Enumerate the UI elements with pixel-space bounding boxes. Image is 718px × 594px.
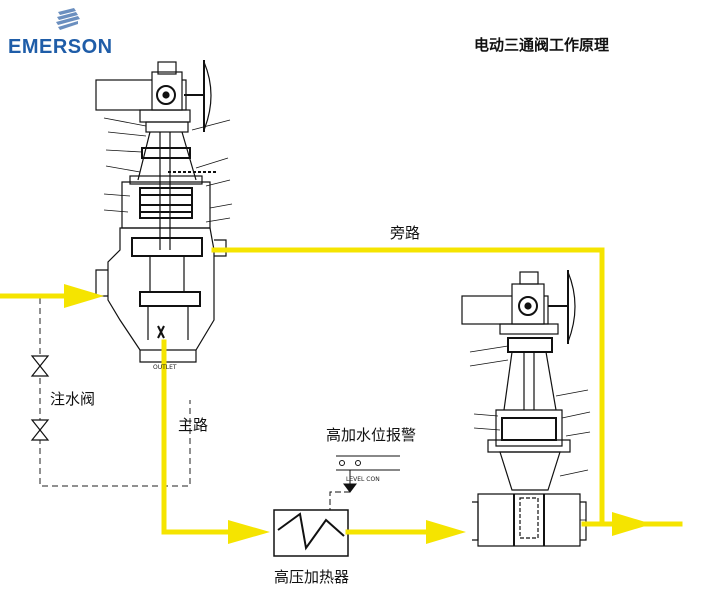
- valve-outlet-label: OUTLET: [153, 364, 177, 371]
- level-switch: [329, 455, 400, 510]
- brand-name: EMERSON: [8, 36, 113, 58]
- bypass-label: 旁路: [390, 224, 421, 242]
- high-water-level-alarm-label: 高加水位报警: [326, 426, 417, 444]
- gate-valve-icon: [461, 270, 591, 547]
- hp-heater-label: 高压加热器: [274, 568, 350, 586]
- hp-heater-box: [273, 509, 349, 557]
- emerson-logo-icon: [56, 8, 80, 30]
- flow-arrow-icon: [64, 284, 652, 544]
- level-control-label: LEVEL CON: [346, 476, 380, 483]
- actuator-icon: [461, 270, 576, 344]
- three-way-valve: [95, 60, 233, 363]
- actuator-icon: [95, 60, 212, 132]
- main-path-label: 主路: [178, 416, 209, 434]
- flow-lines: [0, 247, 683, 535]
- water-injection-valves: [30, 355, 50, 441]
- diagram-title: 电动三通阀工作原理: [474, 36, 610, 54]
- water-injection-valve-label: 注水阀: [50, 390, 96, 408]
